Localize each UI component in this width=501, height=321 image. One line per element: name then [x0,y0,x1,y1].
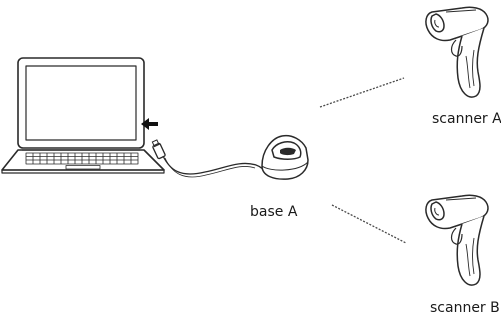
scanner-a-label: scanner A [432,111,501,127]
usb-cable-icon [151,139,269,178]
scanner-b-label: scanner B [430,300,500,316]
laptop-icon [1,57,165,174]
base-a-label: base A [250,204,298,220]
barcode-scanner-icon [425,194,489,286]
charging-base-icon [261,134,309,180]
wireless-link-b [331,204,407,244]
barcode-scanner-icon [425,6,489,98]
wireless-link-a [319,77,405,108]
arrow-left-icon [141,118,158,130]
